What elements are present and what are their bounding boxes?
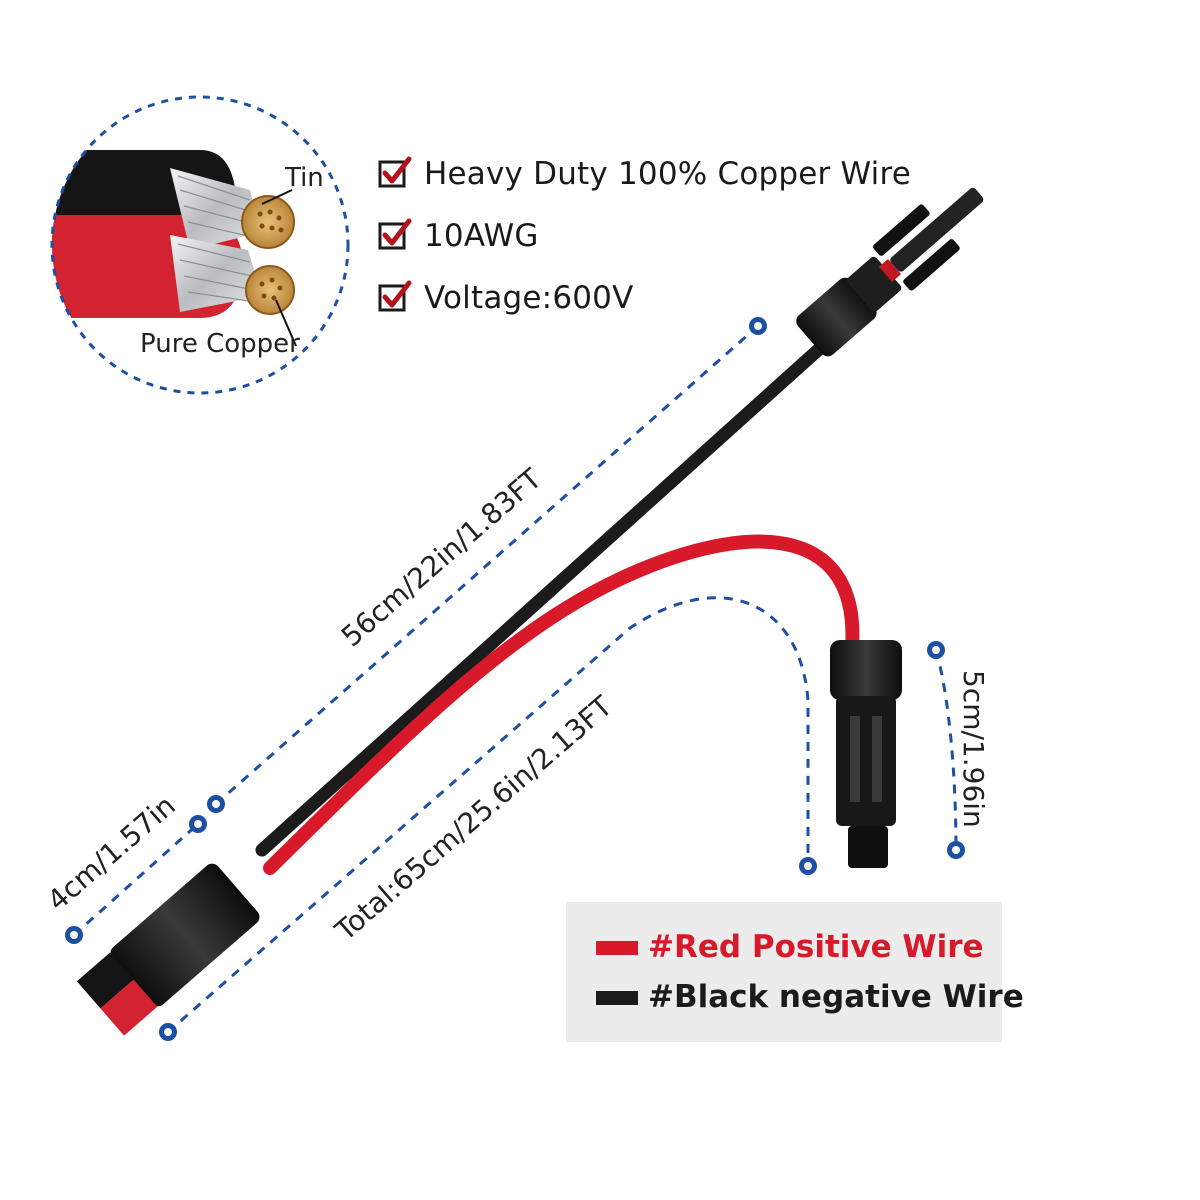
pure-copper-label: Pure Copper <box>140 329 300 359</box>
inset-dashed-circle <box>50 95 350 395</box>
checkbox-checked-icon <box>378 218 412 250</box>
red-wire <box>263 534 860 875</box>
checkbox-checked-icon <box>378 156 412 188</box>
feature-label: Heavy Duty 100% Copper Wire <box>424 156 912 192</box>
mc4-connector-branch <box>830 640 902 868</box>
legend-label-red: #Red Positive Wire <box>648 929 984 965</box>
black-wire <box>255 343 825 857</box>
legend-label-black: #Black negative Wire <box>648 979 1024 1015</box>
wire-legend: #Red Positive Wire #Black negative Wire <box>566 902 1024 1042</box>
anderson-plug <box>76 863 260 1036</box>
checkbox-checked-icon <box>378 280 412 312</box>
mc4-connector-top <box>796 187 984 357</box>
black-swatch <box>596 991 638 1005</box>
tin-pointer <box>261 189 293 205</box>
tin-label: Tin <box>284 163 324 193</box>
copper-pointer <box>275 299 297 347</box>
dimension-line-black <box>207 317 767 813</box>
red-swatch <box>596 941 638 955</box>
dimension-line-branch <box>927 641 965 859</box>
feature-label: Voltage:600V <box>424 280 634 316</box>
dimension-line-plug <box>65 815 207 944</box>
feature-label: 10AWG <box>424 218 539 254</box>
dimension-label-branch: 5cm/1.96in <box>957 670 990 828</box>
dimension-line-total <box>159 596 817 1041</box>
dimension-label-plug: 4cm/1.57in <box>41 789 182 917</box>
cable-cross-section-inset: Tin Pure Copper <box>50 95 350 395</box>
